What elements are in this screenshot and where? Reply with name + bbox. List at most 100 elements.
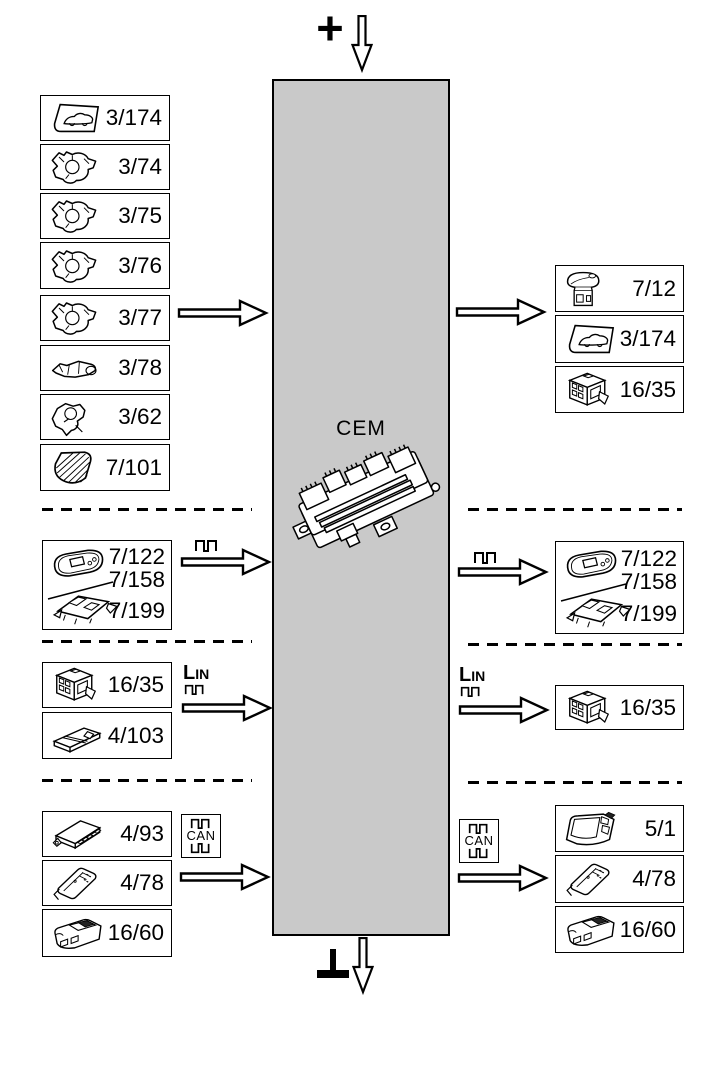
pulse-wave-inverted-icon <box>188 843 214 854</box>
arrow-into-cem-2 <box>180 547 272 577</box>
component-label: 3/78 <box>118 355 162 380</box>
ground-icon <box>317 949 349 978</box>
component-box-left-4-93: 4/93 <box>42 811 172 857</box>
can-bus-icon: CAN <box>459 819 499 863</box>
component-label: 7/122 <box>620 546 677 571</box>
component-box-right-16-35: 16/35 <box>555 685 684 730</box>
component-box-left-3-76: 3/76 <box>40 242 170 289</box>
component-label: 3/75 <box>118 203 162 228</box>
component-label: 3/74 <box>118 154 162 179</box>
component-label: 7/199 <box>620 601 677 626</box>
component-label: 7/158 <box>620 569 677 594</box>
component-box-left-3-78: 3/78 <box>40 345 170 391</box>
mirror-mount-icon <box>561 268 607 310</box>
door-lock-actuator-icon <box>46 196 102 236</box>
door-lock-actuator-icon <box>46 147 102 187</box>
window-car-icon <box>561 320 621 358</box>
arrow-out-of-cem-3 <box>458 695 550 725</box>
overhead-console-icon <box>47 544 109 584</box>
window-car-icon <box>46 99 106 137</box>
component-box-left-16-60: 16/60 <box>42 909 172 957</box>
component-box-right-7-12: 7/12 <box>555 265 684 312</box>
dashed-separator <box>42 640 252 643</box>
component-label: 3/76 <box>118 252 162 278</box>
component-box-right-roof-modules: 7/122 7/158 7/199 <box>555 541 684 634</box>
door-lock-actuator-icon <box>46 246 102 286</box>
cem-label: CEM <box>336 417 386 440</box>
component-box-left-3-77: 3/77 <box>40 295 170 341</box>
control-module-icon <box>48 912 110 954</box>
component-box-left-3-174: 3/174 <box>40 95 170 141</box>
divider-slash-line <box>560 583 627 602</box>
ground-arrow <box>352 937 374 995</box>
component-label: 4/78 <box>632 866 676 891</box>
component-label: 3/62 <box>118 404 162 429</box>
relay-box-icon <box>48 664 104 706</box>
divider-slash-line <box>47 581 114 600</box>
component-label: 3/174 <box>619 326 676 351</box>
component-box-left-16-35: 16/35 <box>42 662 172 708</box>
component-label: 7/101 <box>105 454 162 480</box>
arrow-into-cem-4 <box>179 862 271 892</box>
can-label: CAN <box>186 828 216 843</box>
lock-mechanism-icon <box>46 397 102 437</box>
component-box-right-3-174: 3/174 <box>555 315 684 363</box>
component-box-left-roof-modules: 7/122 7/158 7/199 <box>42 540 172 630</box>
component-label: 4/103 <box>107 722 164 748</box>
relay-box-icon <box>561 687 617 729</box>
component-label: 3/77 <box>118 305 162 330</box>
component-label: 16/35 <box>107 672 164 697</box>
power-feed-arrow <box>351 15 373 73</box>
arrow-out-of-cem-2 <box>457 557 549 587</box>
component-box-left-3-75: 3/75 <box>40 193 170 239</box>
door-lock-actuator-icon <box>46 298 102 338</box>
component-label: 5/1 <box>644 815 676 841</box>
pin-module-icon <box>48 862 104 904</box>
control-module-icon <box>561 909 623 951</box>
component-box-left-3-62: 3/62 <box>40 394 170 440</box>
component-label: 16/35 <box>619 376 676 402</box>
cem-illustration <box>292 444 441 549</box>
lin-label: LIN <box>459 664 486 686</box>
component-label: 7/122 <box>108 544 165 569</box>
arrow-into-cem-1 <box>177 298 269 328</box>
dashed-separator <box>468 643 682 646</box>
lin-bus-icon: LIN <box>183 665 209 695</box>
battery-plus-symbol: + <box>316 1 344 54</box>
ecu-module-icon <box>48 813 106 855</box>
dashed-separator <box>468 508 682 511</box>
component-label: 3/174 <box>105 105 162 130</box>
component-box-right-5-1: 5/1 <box>555 805 684 852</box>
component-label: 16/35 <box>619 694 676 720</box>
component-box-left-4-78: 4/78 <box>42 860 172 906</box>
dashed-separator <box>42 508 252 511</box>
component-label: 7/158 <box>108 567 165 592</box>
component-box-left-4-103: 4/103 <box>42 712 172 759</box>
can-label: CAN <box>464 833 494 848</box>
dashed-separator <box>42 779 252 782</box>
pulse-wave-inverted-icon <box>466 848 492 859</box>
arrow-into-cem-3 <box>181 693 273 723</box>
component-label: 4/78 <box>120 870 164 895</box>
component-box-left-3-74: 3/74 <box>40 144 170 190</box>
door-latch-icon <box>46 348 106 388</box>
instrument-cluster-icon <box>561 808 623 850</box>
lin-label: LIN <box>183 662 210 684</box>
relay-box-icon <box>561 369 617 411</box>
component-box-right-16-35-top: 16/35 <box>555 366 684 413</box>
lin-bus-icon: LIN <box>459 667 485 697</box>
pin-module-icon <box>561 858 617 900</box>
component-box-right-16-60: 16/60 <box>555 906 684 953</box>
hatched-pad-icon <box>46 448 100 488</box>
arrow-out-of-cem-1 <box>455 297 547 327</box>
component-box-left-7-101: 7/101 <box>40 444 170 491</box>
component-label: 7/12 <box>632 275 676 301</box>
flat-slab-module-icon <box>48 715 106 757</box>
component-label: 7/199 <box>108 598 165 623</box>
dashed-separator <box>468 781 682 784</box>
can-bus-icon: CAN <box>181 814 221 858</box>
overhead-console-icon <box>560 545 622 585</box>
component-box-right-4-78: 4/78 <box>555 855 684 903</box>
component-label: 16/60 <box>619 916 676 942</box>
